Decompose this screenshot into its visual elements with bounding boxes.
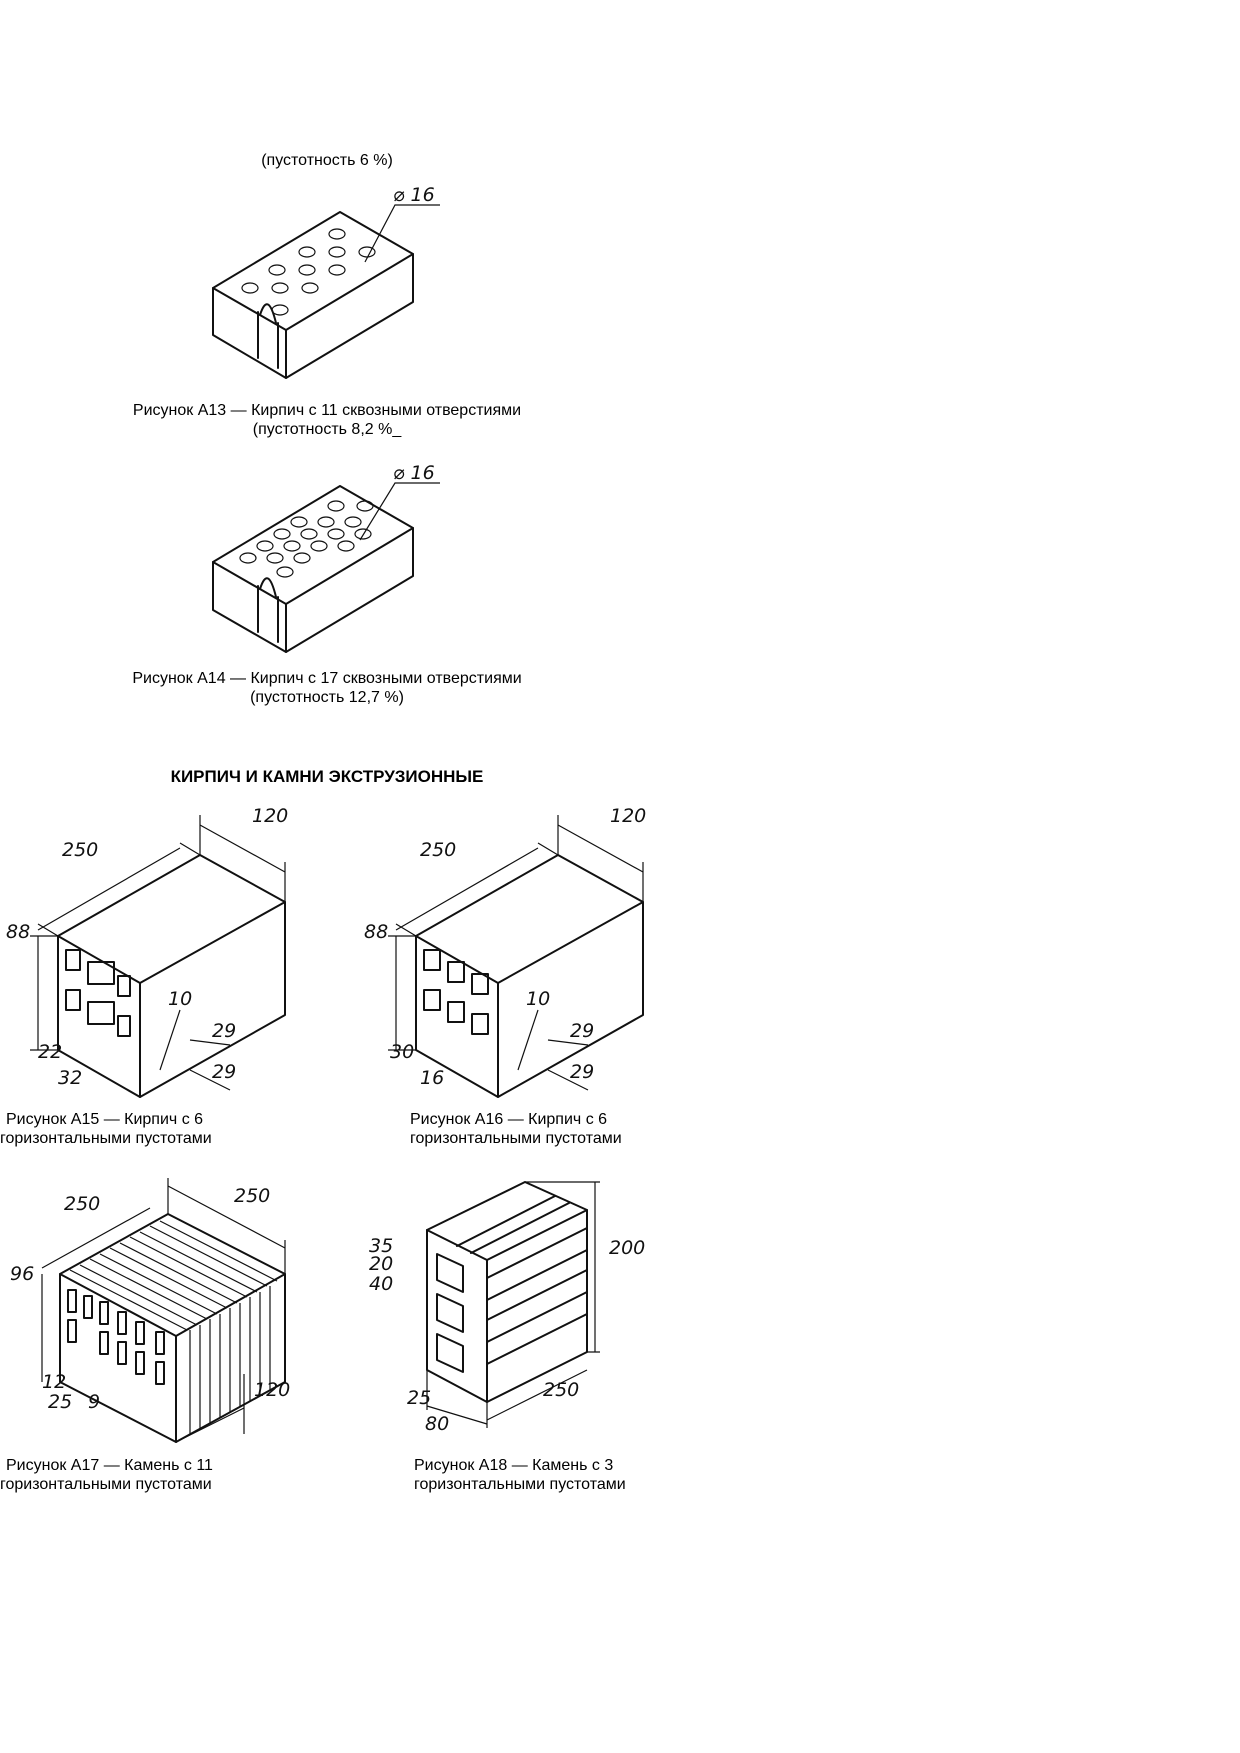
dim-width: 120 bbox=[254, 1379, 290, 1401]
caption-a15-line2: горизонтальными пустотами bbox=[0, 1130, 212, 1147]
dim-void-1: 29 bbox=[570, 1020, 594, 1042]
dim-wall: 10 bbox=[526, 988, 550, 1010]
hole-pattern bbox=[239, 500, 374, 578]
dim-void-width: 12 bbox=[42, 1371, 66, 1393]
void-ratio-note: (пустотность 6 %) bbox=[261, 152, 393, 169]
dim-wall: 10 bbox=[168, 988, 192, 1010]
dim-hole-diameter: ⌀ 16 bbox=[393, 184, 435, 206]
caption-a13-line2: (пустотность 8,2 %_ bbox=[252, 421, 402, 438]
void-pattern bbox=[67, 1289, 165, 1385]
dim-height: 200 bbox=[609, 1237, 645, 1259]
dim-void-pitch: 32 bbox=[58, 1067, 82, 1089]
dim-groove-3: 40 bbox=[369, 1273, 393, 1295]
dim-groove-2: 20 bbox=[369, 1253, 393, 1275]
dim-width: 120 bbox=[610, 805, 646, 827]
groove-pattern bbox=[456, 1195, 588, 1365]
figure-a18-stone-drawing: 35 20 40 200 250 25 80 bbox=[369, 1181, 645, 1435]
dim-hole-diameter: ⌀ 16 bbox=[393, 462, 435, 484]
caption-a16-line1: Рисунок А16 — Кирпич с 6 bbox=[410, 1111, 608, 1128]
caption-a13-line1: Рисунок А13 — Кирпич с 11 сквозными отве… bbox=[132, 402, 522, 419]
dim-void-1: 29 bbox=[212, 1020, 236, 1042]
dim-height: 88 bbox=[364, 921, 388, 943]
dim-wall: 25 bbox=[407, 1387, 431, 1409]
figure-a13-brick-drawing: ⌀ 16 bbox=[212, 184, 440, 379]
caption-a18-line2: горизонтальными пустотами bbox=[414, 1476, 626, 1493]
section-heading: КИРПИЧ И КАМНИ ЭКСТРУЗИОННЫЕ bbox=[170, 767, 484, 786]
dim-void-2: 29 bbox=[212, 1061, 236, 1083]
dim-width: 120 bbox=[252, 805, 288, 827]
void-pattern bbox=[65, 949, 131, 1037]
figure-a17-stone-drawing: 250 250 96 120 12 25 9 bbox=[10, 1178, 290, 1443]
dim-length: 250 bbox=[64, 1193, 100, 1215]
dim-wall: 9 bbox=[88, 1391, 100, 1413]
caption-a18-line1: Рисунок А18 — Камень с 3 bbox=[414, 1457, 614, 1474]
dim-length: 250 bbox=[420, 839, 456, 861]
figure-a15-brick-drawing: 250 120 88 10 29 29 22 32 bbox=[6, 805, 288, 1098]
caption-a17-line2: горизонтальными пустотами bbox=[0, 1476, 212, 1493]
dim-length: 250 bbox=[543, 1379, 579, 1401]
hole-pattern bbox=[241, 228, 376, 316]
figure-a14-brick-drawing: ⌀ 16 bbox=[212, 462, 440, 653]
dim-height: 88 bbox=[6, 921, 30, 943]
caption-a16-line2: горизонтальными пустотами bbox=[410, 1130, 622, 1147]
caption-a14-line1: Рисунок А14 — Кирпич с 17 сквозными отве… bbox=[132, 670, 522, 687]
dim-void-2: 29 bbox=[570, 1061, 594, 1083]
dim-void-width: 22 bbox=[38, 1041, 62, 1063]
caption-a15-line1: Рисунок А15 — Кирпич с 6 bbox=[6, 1111, 204, 1128]
caption-a14-line2: (пустотность 12,7 %) bbox=[250, 689, 404, 706]
void-pattern bbox=[423, 949, 489, 1035]
dim-groove-1: 35 bbox=[369, 1235, 393, 1257]
groove-pattern bbox=[69, 1220, 278, 1435]
dim-length: 250 bbox=[62, 839, 98, 861]
dim-void-pitch: 25 bbox=[48, 1391, 72, 1413]
void-pattern bbox=[436, 1253, 464, 1373]
dim-height: 96 bbox=[10, 1263, 34, 1285]
dim-depth: 250 bbox=[234, 1185, 270, 1207]
dim-void-pitch: 16 bbox=[420, 1067, 444, 1089]
dim-width: 80 bbox=[425, 1413, 449, 1435]
caption-a17-line1: Рисунок А17 — Камень с 11 bbox=[6, 1457, 213, 1474]
figure-a16-brick-drawing: 250 120 88 10 29 29 30 16 bbox=[364, 805, 646, 1098]
dim-void-width: 30 bbox=[390, 1041, 414, 1063]
